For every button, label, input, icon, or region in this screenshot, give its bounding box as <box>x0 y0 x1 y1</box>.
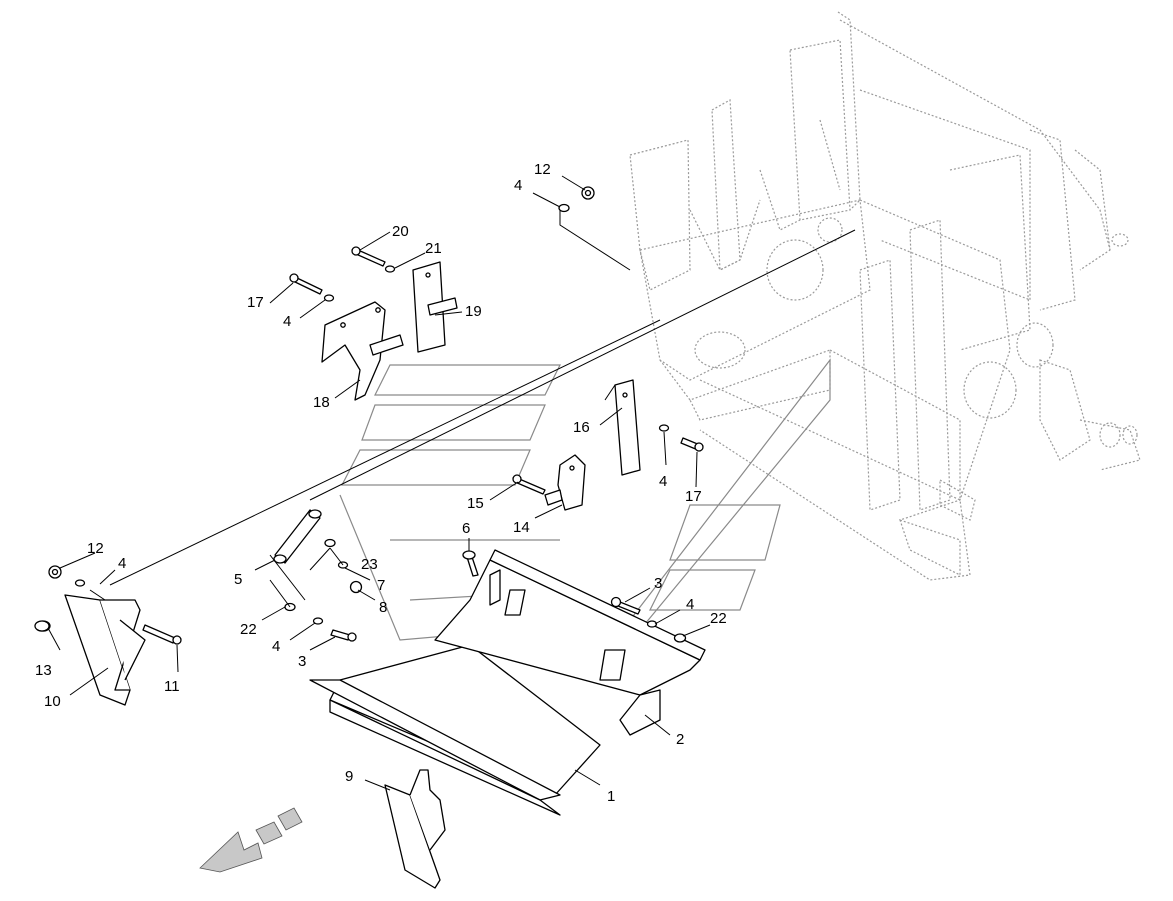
part-9-lower-deflector <box>384 769 446 889</box>
callout-15: 15 <box>467 495 484 512</box>
callout-10: 10 <box>44 693 61 710</box>
callout-12: 12 <box>534 161 551 178</box>
part-10-left-deflector <box>35 594 146 706</box>
callout-8: 8 <box>379 599 387 616</box>
callout-6: 6 <box>462 520 470 537</box>
callout-5: 5 <box>234 571 242 588</box>
callout-13: 13 <box>35 662 52 679</box>
part-5-pin <box>273 509 322 564</box>
callout-21: 21 <box>425 240 442 257</box>
fasteners <box>34 186 704 645</box>
callout-3: 3 <box>654 575 662 592</box>
callout-11: 11 <box>164 678 180 695</box>
callout-4: 4 <box>659 473 667 490</box>
part-14-small-bracket <box>544 454 586 511</box>
callout-7: 7 <box>377 577 385 594</box>
part-1-lower-deflector-plate <box>309 644 601 816</box>
callout-9: 9 <box>345 768 353 785</box>
callout-17: 17 <box>685 488 702 505</box>
part-18-guard-plate <box>321 301 404 401</box>
callout-3: 3 <box>298 653 306 670</box>
callout-4: 4 <box>118 555 126 572</box>
callout-4: 4 <box>514 177 522 194</box>
callout-23: 23 <box>361 556 378 573</box>
callout-4: 4 <box>283 313 291 330</box>
callout-19: 19 <box>465 303 482 320</box>
part-19-support-strip <box>412 261 458 353</box>
travel-direction-arrow-icon <box>199 807 303 873</box>
part-16-support-strip <box>614 379 641 476</box>
callout-17: 17 <box>247 294 264 311</box>
callout-22: 22 <box>240 621 257 638</box>
machine-frame <box>629 11 1141 581</box>
callout-14: 14 <box>513 519 530 536</box>
callout-4: 4 <box>686 596 694 613</box>
callout-16: 16 <box>573 419 590 436</box>
callout-labels: 12 4 20 21 17 4 19 18 16 4 17 15 14 6 12… <box>35 161 727 805</box>
callout-20: 20 <box>392 223 409 240</box>
callout-1: 1 <box>607 788 615 805</box>
part-2-mounting-bracket <box>434 549 706 736</box>
callout-12: 12 <box>87 540 104 557</box>
callout-22: 22 <box>710 610 727 627</box>
callout-2: 2 <box>676 731 684 748</box>
callout-4: 4 <box>272 638 280 655</box>
callout-18: 18 <box>313 394 330 411</box>
leader-lines <box>47 175 856 791</box>
